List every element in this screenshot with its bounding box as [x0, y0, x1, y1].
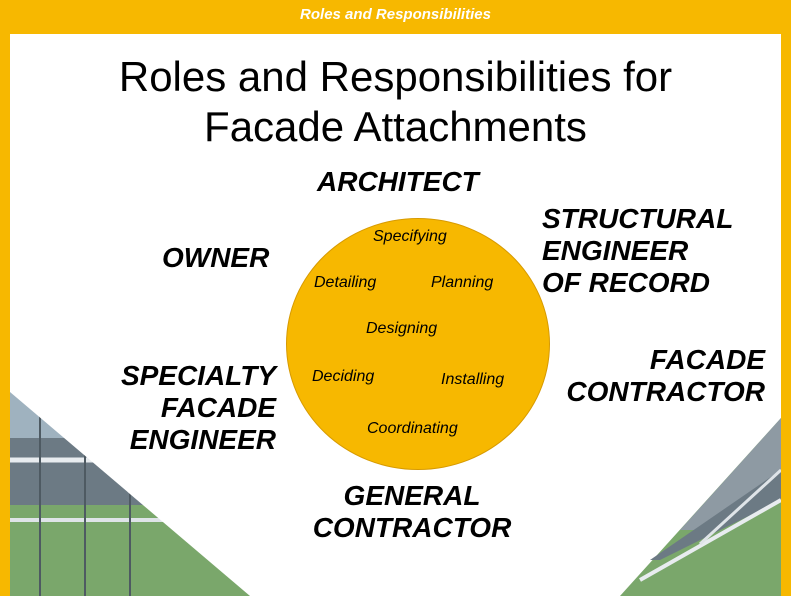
- task-designing: Designing: [366, 320, 438, 337]
- role-specialty-line-3: ENGINEER: [129, 424, 276, 455]
- role-general-contractor-line-2: CONTRACTOR: [312, 512, 512, 543]
- role-structural-line-1: STRUCTURAL: [542, 203, 734, 234]
- slide-banner: Roles and Responsibilities: [300, 6, 491, 23]
- responsibilities-circle: [286, 218, 550, 470]
- role-structural-engineer: STRUCTURAL ENGINEER OF RECORD: [542, 203, 733, 299]
- role-specialty-line-1: SPECIALTY: [120, 360, 276, 391]
- role-specialty-line-2: FACADE: [160, 392, 276, 423]
- role-specialty-facade-engineer: SPECIALTY FACADE ENGINEER: [108, 360, 276, 456]
- role-general-contractor: GENERAL CONTRACTOR: [302, 480, 522, 544]
- role-owner: OWNER: [162, 242, 270, 273]
- right-accent-border: [781, 0, 791, 596]
- task-planning: Planning: [431, 274, 494, 291]
- role-structural-line-2: ENGINEER: [542, 235, 689, 266]
- top-accent-bar: [0, 0, 791, 34]
- role-general-contractor-line-1: GENERAL: [343, 480, 481, 511]
- role-structural-line-3: OF RECORD: [542, 267, 710, 298]
- role-facade-contractor-line-1: FACADE: [649, 344, 765, 375]
- task-coordinating: Coordinating: [367, 420, 458, 437]
- title-line-1: Roles and Responsibilities for: [118, 53, 673, 100]
- role-facade-contractor-line-2: CONTRACTOR: [566, 376, 765, 407]
- title-line-2: Facade Attachments: [204, 103, 587, 150]
- slide-title: Roles and Responsibilities for Facade At…: [40, 52, 751, 152]
- task-detailing: Detailing: [314, 274, 377, 291]
- role-facade-contractor: FACADE CONTRACTOR: [550, 344, 765, 408]
- task-deciding: Deciding: [312, 368, 375, 385]
- task-installing: Installing: [441, 371, 505, 388]
- task-specifying: Specifying: [373, 228, 447, 245]
- role-architect: ARCHITECT: [317, 166, 479, 197]
- left-accent-border: [0, 0, 10, 596]
